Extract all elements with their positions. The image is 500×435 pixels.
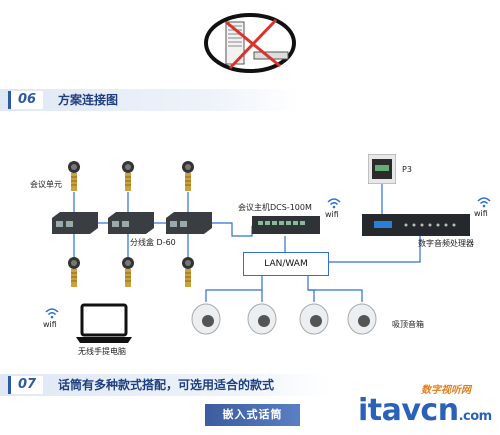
laptop-icon	[76, 303, 132, 343]
ceiling-speaker-icon	[347, 303, 377, 335]
audio-processor-icon	[362, 214, 470, 236]
no-server-icon	[204, 13, 296, 73]
ceiling-speaker-icon	[247, 303, 277, 335]
p3-label: P3	[402, 165, 412, 174]
speaker-label: 吸顶音箱	[392, 320, 424, 329]
lan-box: LAN/WAM	[243, 252, 329, 276]
wifi-icon	[327, 198, 341, 209]
microphone-icon	[68, 257, 80, 287]
wifi-label-host: wifi	[325, 210, 339, 219]
section-06-header: 06 方案连接图	[0, 89, 300, 111]
microphone-icon	[68, 161, 80, 191]
section-07-header: 07 话筒有多种款式搭配，可选用适合的款式	[0, 374, 330, 396]
splitter-label: 分线盒 D-60	[130, 238, 176, 247]
embedded-mic-banner: 嵌入式话筒	[205, 404, 300, 426]
section-07-number: 07	[8, 376, 43, 394]
laptop-label: 无线手提电脑	[78, 347, 126, 356]
microphone-icon	[182, 161, 194, 191]
splitter-box-icon	[52, 212, 98, 234]
host-label: 会议主机DCS-100M	[238, 203, 312, 212]
wifi-icon	[45, 308, 59, 319]
p3-panel-icon	[368, 154, 396, 184]
splitter-box-icon	[108, 212, 154, 234]
watermark-brand: itavcn.com	[358, 393, 492, 428]
ceiling-speaker-icon	[191, 303, 221, 335]
microphone-icon	[122, 257, 134, 287]
splitter-box-icon	[166, 212, 212, 234]
meeting-unit-label: 会议单元	[30, 180, 62, 189]
microphone-icon	[122, 161, 134, 191]
section-06-number: 06	[8, 91, 43, 109]
microphone-icon	[182, 257, 194, 287]
wifi-label-laptop: wifi	[43, 320, 57, 329]
watermark-brand-text: itavcn	[358, 393, 459, 428]
section-06-title: 方案连接图	[58, 93, 119, 107]
watermark-subtitle: 数字视听网	[421, 385, 471, 396]
section-07-title: 话筒有多种款式搭配，可选用适合的款式	[58, 378, 275, 392]
watermark-brand-suffix: .com	[458, 409, 493, 424]
conference-host-icon	[252, 216, 320, 234]
wifi-icon	[477, 197, 491, 208]
dsp-label: 数字音频处理器	[418, 239, 474, 248]
wifi-label-dsp: wifi	[474, 209, 488, 218]
ceiling-speaker-icon	[299, 303, 329, 335]
